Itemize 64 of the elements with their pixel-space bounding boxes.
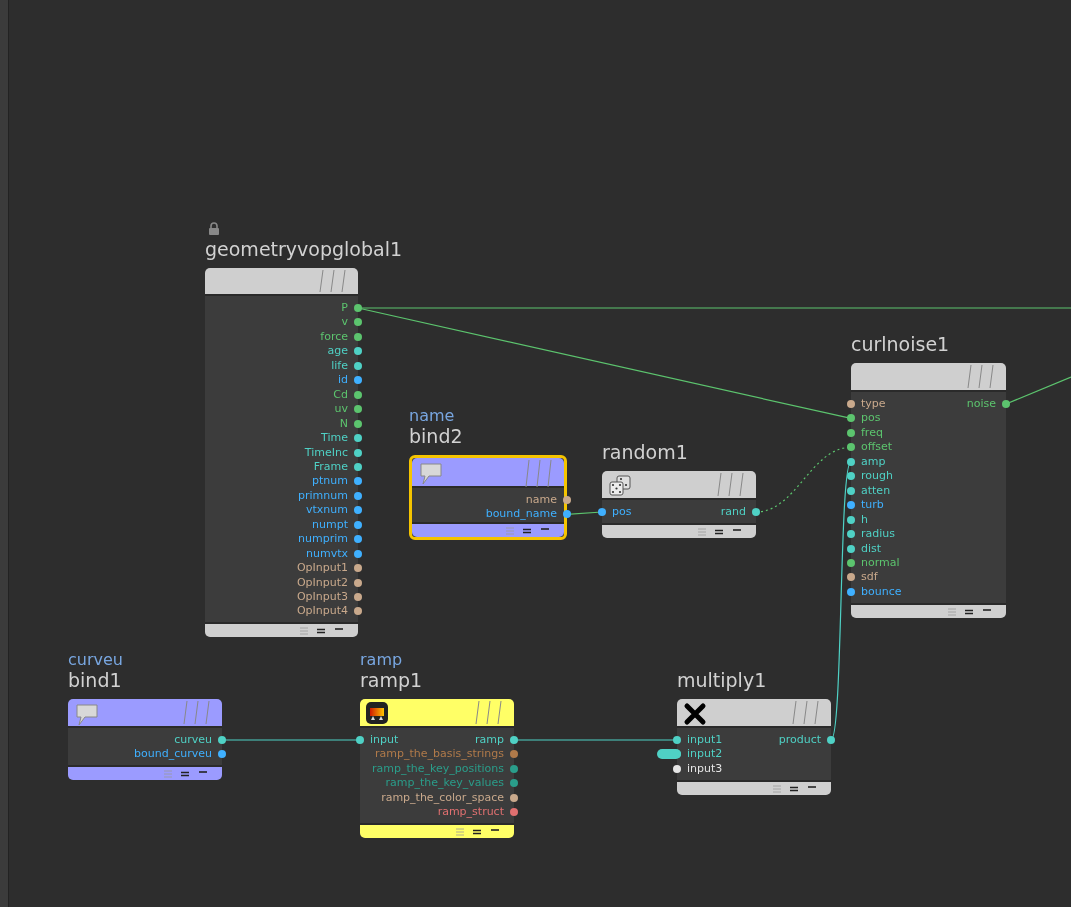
port-label: OpInput2 (296, 575, 348, 589)
port-label: turb (861, 498, 884, 512)
port-label: numprim (298, 532, 348, 546)
port-label: ptnum (312, 474, 348, 488)
port-label: force (320, 329, 348, 343)
port-label: primnum (298, 488, 348, 502)
port-label: input1 (687, 733, 723, 746)
port-label: atten (861, 483, 891, 497)
port-label: Time (321, 431, 348, 445)
port-label: bounce (861, 584, 902, 598)
port-label: Cd (333, 387, 348, 401)
port-label: Frame (313, 459, 348, 473)
port-label: numvtx (306, 546, 348, 560)
port-label: ramp_the_key_values (385, 776, 504, 790)
port-label: numpt (312, 517, 348, 531)
port-label: input (370, 733, 399, 746)
port-label: rand (720, 505, 746, 518)
port-label: normal (861, 555, 900, 569)
port-label: noise (966, 397, 996, 410)
node-title: geometryvopglobal1 (205, 238, 403, 260)
port-label: dist (861, 541, 882, 555)
port-label: pos (612, 505, 632, 518)
port-label: N (339, 416, 348, 430)
port-label: ramp (475, 733, 504, 746)
node-title: bind2 (409, 425, 463, 447)
node-label: name (409, 407, 455, 425)
port-label: ramp_the_basis_strings (374, 747, 504, 761)
port-label: amp (861, 454, 886, 468)
node-title: ramp1 (360, 669, 423, 691)
port-label: life (331, 358, 348, 372)
port-label: v (341, 315, 348, 329)
port-label: ramp_the_key_positions (371, 761, 504, 775)
port-label: radius (861, 527, 895, 541)
port-label: id (337, 373, 348, 387)
node-title: random1 (602, 441, 688, 463)
port-label: curveu (174, 733, 212, 746)
port-label: pos (861, 411, 881, 425)
port-label: ramp_the_color_space (381, 790, 504, 804)
port-label: P (341, 301, 348, 314)
port-label: type (861, 397, 886, 410)
port-label: age (327, 344, 348, 358)
port-label: name (525, 493, 557, 506)
port-label: bound_curveu (134, 747, 212, 761)
port-label: input3 (687, 761, 723, 775)
port-label: rough (861, 469, 893, 483)
port-label: vtxnum (306, 503, 348, 517)
port-label: ramp_struct (437, 805, 504, 819)
node-title: multiply1 (677, 669, 767, 691)
port-label: product (778, 733, 821, 746)
node-title: bind1 (68, 669, 122, 691)
port-label: input2 (687, 747, 723, 761)
node-label: ramp (360, 651, 403, 669)
port-label: freq (861, 425, 883, 439)
port-label: TimeInc (304, 445, 348, 459)
port-label: h (861, 512, 868, 526)
port-label: offset (861, 440, 893, 454)
port-label: sdf (861, 570, 878, 584)
node-label: curveu (68, 651, 123, 669)
node-title: curlnoise1 (851, 333, 950, 355)
port-label: OpInput4 (296, 604, 348, 618)
port-label: OpInput1 (296, 561, 348, 575)
port-label: OpInput3 (296, 590, 348, 603)
port-label: uv (334, 402, 348, 416)
port-label: bound_name (485, 507, 557, 521)
